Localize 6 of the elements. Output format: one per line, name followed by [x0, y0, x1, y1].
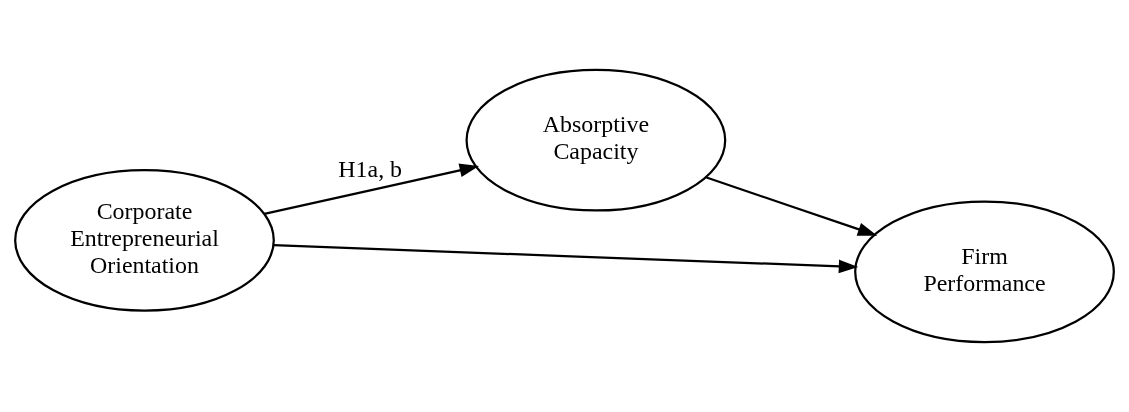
arrow	[264, 163, 479, 216]
arrow	[273, 244, 859, 274]
node-ellipse: Absorptive Capacity	[465, 68, 727, 212]
node-ellipse: Corporate Entrepreneurial Orientation	[14, 169, 275, 312]
edge-label: H1a, b	[338, 156, 403, 183]
arrow	[705, 176, 878, 236]
